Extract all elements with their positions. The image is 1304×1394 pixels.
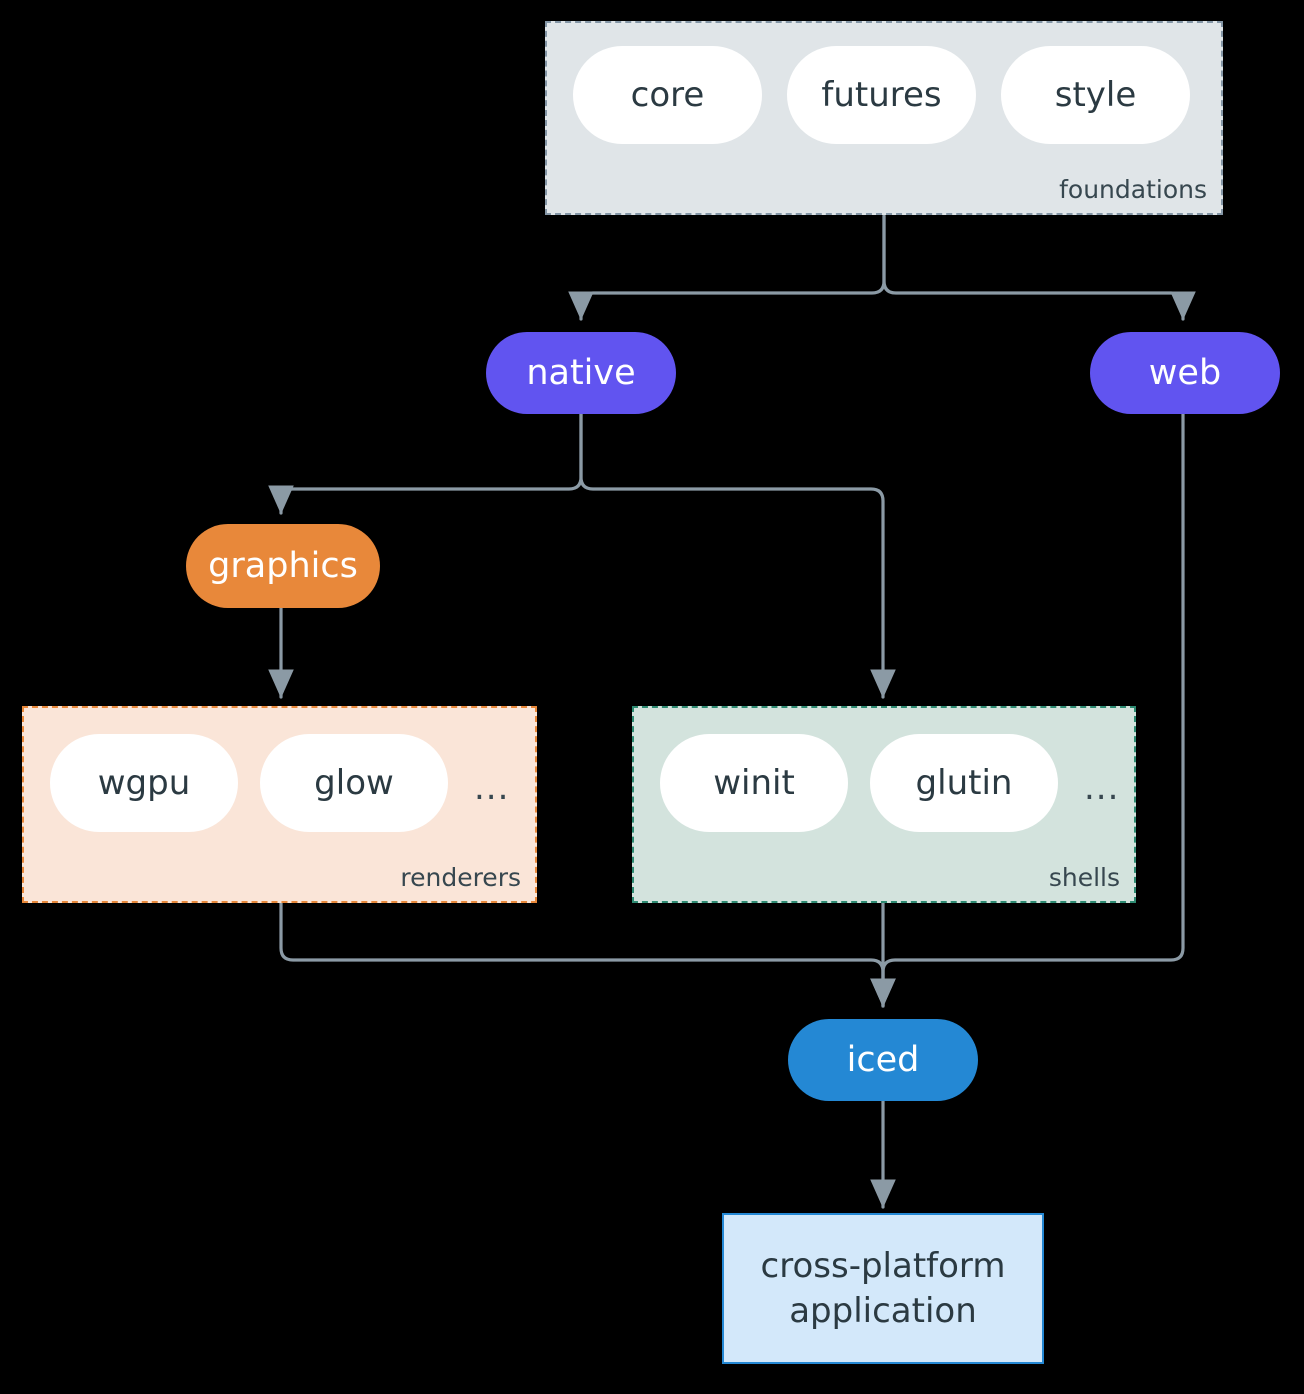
node-iced-label: iced — [846, 1040, 920, 1080]
node-native-label: native — [526, 353, 636, 393]
leaf-core[interactable]: core — [573, 46, 762, 144]
cluster-shells-members: winit glutin ... — [660, 734, 1123, 832]
edge-native-graphics — [268, 411, 583, 515]
leaf-style[interactable]: style — [1001, 46, 1190, 144]
shells-ellipsis: ... — [1084, 768, 1120, 808]
leaf-glow[interactable]: glow — [260, 734, 448, 832]
edge-foundations-native — [568, 214, 886, 321]
cluster-foundations-members: core futures style — [573, 46, 1190, 144]
cluster-renderers-members: wgpu glow ... — [50, 734, 513, 832]
edge-foundations-web — [882, 214, 1196, 321]
node-web-label: web — [1148, 353, 1222, 393]
cluster-foundations-label: foundations — [1059, 175, 1207, 205]
cluster-renderers-label: renderers — [400, 863, 521, 893]
leaf-glutin[interactable]: glutin — [870, 734, 1058, 832]
edge-renderers-iced — [279, 901, 896, 1008]
node-application-label-line1: cross-platform — [760, 1245, 1006, 1286]
cluster-shells: winit glutin ... shells — [632, 706, 1136, 903]
renderers-ellipsis: ... — [474, 768, 510, 808]
node-graphics-label: graphics — [208, 546, 358, 586]
edge-native-shells — [579, 411, 896, 699]
node-iced[interactable]: iced — [788, 1019, 978, 1101]
cluster-shells-label: shells — [1048, 863, 1120, 893]
node-graphics[interactable]: graphics — [186, 524, 380, 608]
cluster-renderers: wgpu glow ... renderers — [22, 706, 537, 903]
leaf-wgpu[interactable]: wgpu — [50, 734, 238, 832]
node-web[interactable]: web — [1090, 332, 1280, 414]
node-application-label-line2: application — [789, 1290, 977, 1331]
node-native[interactable]: native — [486, 332, 676, 414]
cluster-foundations: core futures style foundations — [545, 21, 1223, 215]
leaf-futures[interactable]: futures — [787, 46, 976, 144]
leaf-winit[interactable]: winit — [660, 734, 848, 832]
node-application[interactable]: cross-platform application — [722, 1213, 1044, 1364]
